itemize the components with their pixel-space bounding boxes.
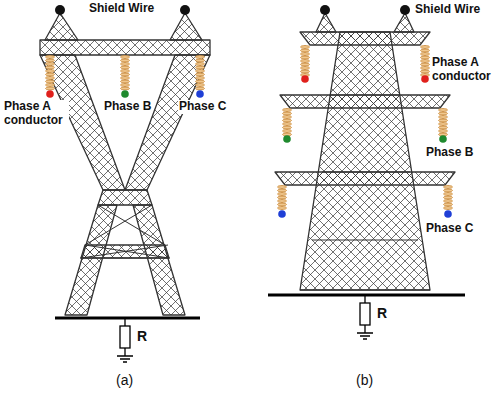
bracing (80, 205, 170, 258)
insulator-string (444, 185, 453, 210)
crossarm (275, 172, 455, 185)
phase-conductor (283, 135, 291, 143)
phase-conductor (421, 75, 429, 83)
insulator-string (439, 108, 448, 136)
phase-conductor (301, 75, 309, 83)
crossarm (40, 40, 210, 55)
tower-leg (125, 55, 210, 190)
ground-symbol (117, 318, 133, 362)
insulator-string (121, 55, 130, 90)
phase-conductor (196, 90, 204, 98)
phase-conductor (444, 210, 452, 218)
shield-wire-label: Shield Wire (414, 3, 481, 17)
insulator-string (283, 108, 292, 136)
phase-label: Phase B (103, 100, 152, 114)
resistor-label: R (136, 328, 148, 344)
phase-conductor (439, 135, 447, 143)
bracing (300, 95, 430, 290)
ground-line (268, 294, 465, 297)
shield-wire-label: Shield Wire (88, 2, 155, 16)
phase-label: Phase A conductor (431, 56, 497, 84)
resistor-symbol (120, 326, 130, 348)
phase-label: Phase A conductor (3, 100, 69, 128)
insulator-string (301, 45, 310, 76)
ground-line (55, 317, 200, 320)
earth-peak (45, 13, 78, 40)
earth-peak (316, 13, 336, 32)
earth-peak (394, 13, 414, 32)
phase-conductor (121, 90, 129, 98)
insulator-string (278, 185, 287, 210)
tower-leg (65, 205, 117, 315)
insulator-string (196, 55, 205, 90)
insulator-string (421, 45, 430, 76)
ground-symbol (357, 295, 373, 339)
phase-conductor (46, 90, 54, 98)
resistor-label: R (376, 305, 388, 321)
shield-wire (180, 5, 190, 15)
panel-label: (a) (115, 372, 134, 388)
shield-wire (400, 5, 410, 15)
waist-brace (98, 190, 152, 205)
tower-mast (300, 32, 430, 290)
insulator-string (46, 55, 55, 90)
earth-peak (170, 13, 202, 40)
resistor-symbol (360, 303, 370, 325)
tower-leg (133, 205, 185, 315)
crossarm (280, 95, 450, 108)
shield-wire (55, 5, 65, 15)
phase-label: Phase B (425, 146, 474, 160)
crossarm (300, 32, 430, 45)
phase-label: Phase C (425, 222, 474, 236)
phase-conductor (278, 210, 286, 218)
phase-label: Phase C (178, 100, 227, 114)
panel-label: (b) (355, 372, 374, 388)
shield-wire (320, 5, 330, 15)
